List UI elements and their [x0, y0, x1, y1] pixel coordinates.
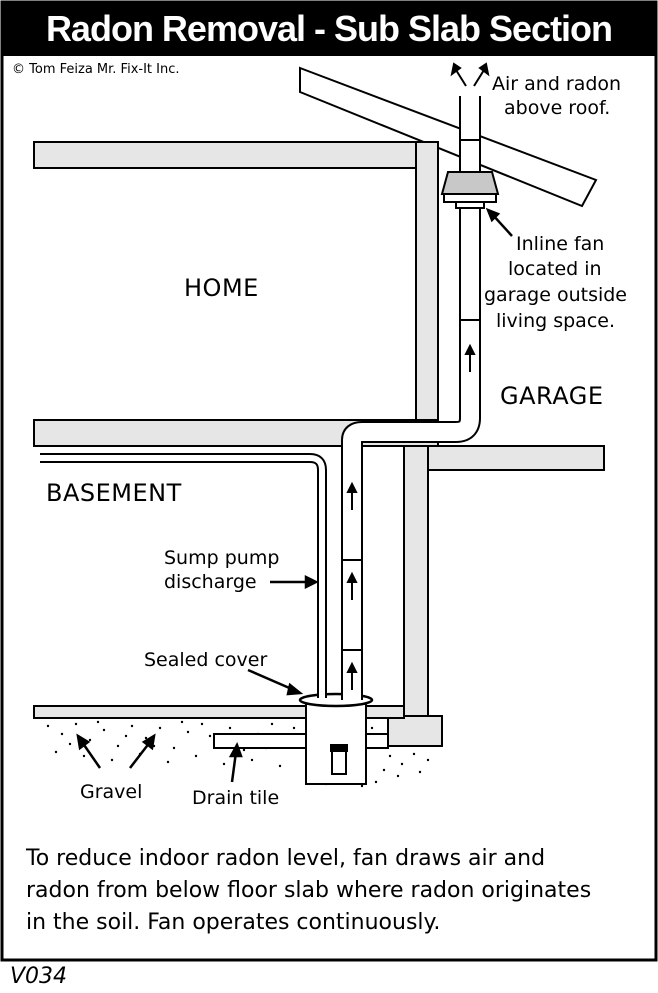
- drain-tile-label: Drain tile: [192, 787, 280, 809]
- foundation-wall: [403, 445, 429, 719]
- garage-slab: [427, 445, 605, 471]
- air-radon-label-line2: above roof.: [504, 97, 611, 119]
- home-wall: [415, 141, 439, 425]
- garage-label: GARAGE: [500, 382, 604, 410]
- fan-label-line3: garage outside: [484, 284, 627, 306]
- footing: [387, 715, 443, 747]
- fan-label-line4: living space.: [496, 310, 616, 332]
- sealed-cover-label: Sealed cover: [144, 649, 268, 671]
- gravel-label: Gravel: [80, 781, 143, 803]
- caption-line3: in the soil. Fan operates continuously.: [26, 910, 441, 935]
- copyright-notice: © Tom Feiza Mr. Fix-It Inc.: [12, 62, 180, 77]
- frame-border: [0, 0, 658, 962]
- roof: [299, 66, 598, 208]
- sump-label-line1: Sump pump: [164, 547, 280, 569]
- pointer-arrows: [76, 207, 513, 783]
- caption-line1: To reduce indoor radon level, fan draws …: [26, 846, 546, 871]
- basement-label: BASEMENT: [46, 479, 182, 507]
- figure-code: V034: [10, 964, 68, 989]
- fan-label-line1: Inline fan: [516, 233, 605, 255]
- fan-label-line2: located in: [508, 258, 602, 280]
- title: Radon Removal - Sub Slab Section: [2, 2, 656, 56]
- exhaust-arrows: [450, 62, 490, 87]
- airflow-arrows: [346, 343, 476, 690]
- inline-fan: [440, 171, 500, 209]
- pipe-joints: [342, 139, 480, 651]
- sump-label-line2: discharge: [164, 571, 257, 593]
- sump-pump-cap: [330, 744, 348, 752]
- caption-line2: radon from below floor slab where radon …: [26, 878, 592, 903]
- home-ceiling: [33, 141, 439, 169]
- air-radon-label-line1: Air and radon: [492, 73, 622, 95]
- home-label: HOME: [184, 274, 259, 302]
- caption: To reduce indoor radon level, fan draws …: [26, 843, 638, 939]
